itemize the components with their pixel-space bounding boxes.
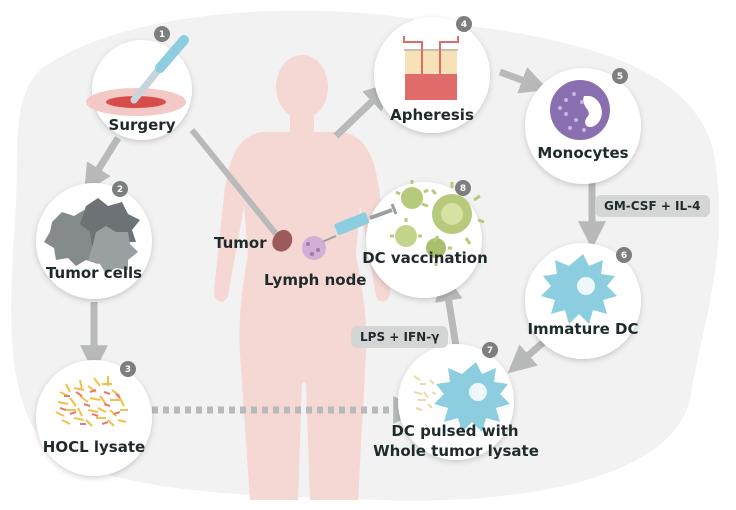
step-badge-6: 6 [616,247,632,263]
svg-text:3: 3 [125,365,131,375]
label-surgery: Surgery [108,116,176,134]
step-badges: 1 2 3 4 5 6 7 8 [112,16,632,377]
step-badge-1: 1 [154,26,170,42]
circle-hocl-lysate [36,360,152,476]
hocl-lysate-illustration [55,376,128,427]
arrow-surgery-to-tumor [189,128,279,236]
step-badge-8: 8 [455,180,471,196]
svg-text:4: 4 [461,20,467,30]
svg-text:6: 6 [621,251,627,261]
label-monocytes: Monocytes [537,144,629,162]
step-badge-2: 2 [112,181,128,197]
dc-vaccination-illustration [390,180,485,266]
arrow-pulsed-to-vaccination [434,272,463,347]
label-immature-dc: Immature DC [527,320,639,338]
arrow-body-to-apheresis [333,82,393,139]
tumor-cells-illustration [44,198,140,274]
surgery-illustration [86,35,189,116]
arrow-immature-to-pulsed [507,337,549,374]
svg-text:2: 2 [117,185,123,195]
lymph-node-organ [302,236,326,260]
label-lymph-node: Lymph node [264,271,367,289]
label-tumor: Tumor [214,234,267,252]
svg-text:8: 8 [460,184,466,194]
tumor-organ [272,229,293,252]
label-dc-vaccination: DC vaccination [362,249,488,267]
svg-text:5: 5 [617,72,623,82]
label-dc-pulsed-line2: Whole tumor lysate [373,442,539,460]
arrow-surgery-to-tumor-cells [84,136,121,193]
label-hocl-lysate: HOCL lysate [42,438,146,456]
flow-arrows [80,67,606,424]
condition-gm-csf-il4: GM-CSF + IL-4 [595,195,710,217]
step-badge-3: 3 [120,361,136,377]
label-dc-pulsed-line1: DC pulsed with [391,422,519,440]
syringe-illustration [321,203,398,243]
arrow-apheresis-to-monocytes [498,67,549,94]
step-badge-4: 4 [456,16,472,32]
condition-lps-ifn: LPS + IFN-γ [351,326,449,348]
svg-text:7: 7 [487,346,493,356]
immature-dc-illustration [541,254,617,324]
step-badge-7: 7 [482,342,498,358]
step-badge-5: 5 [612,68,628,84]
apheresis-illustration [403,36,459,100]
monocyte-illustration [550,80,610,140]
svg-text:1: 1 [159,30,165,40]
label-apheresis: Apheresis [390,106,474,124]
label-tumor-cells: Tumor cells [45,264,143,282]
dc-pulsed-illustration [413,362,510,432]
